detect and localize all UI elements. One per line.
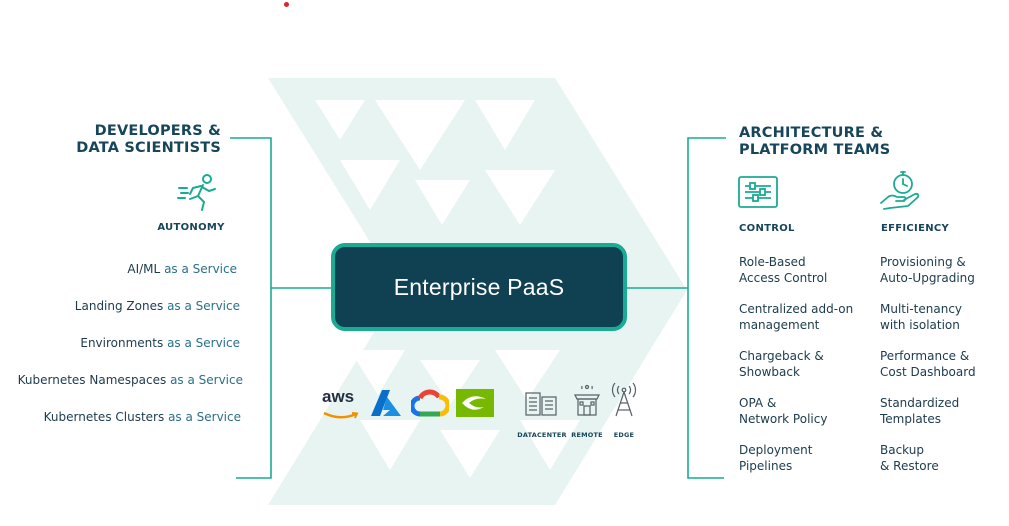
service-aiml: AI/ML as a Service: [127, 262, 237, 276]
enterprise-paas-box: Enterprise PaaS: [331, 243, 627, 331]
location-edge: EDGE: [613, 431, 635, 439]
datacenter-icon: [525, 392, 557, 416]
hand-stopwatch-icon: [880, 171, 920, 210]
service-suffix: as a Service: [167, 336, 240, 350]
service-suffix: as a Service: [164, 262, 237, 276]
service-k8s-namespaces: Kubernetes Namespaces as a Service: [18, 373, 243, 387]
left-heading-line2: DATA SCIENTISTS: [76, 140, 221, 156]
efficiency-item: Performance & Cost Dashboard: [880, 349, 976, 379]
efficiency-item: Standardized Templates: [880, 396, 960, 426]
right-heading-line2: PLATFORM TEAMS: [739, 142, 891, 158]
service-environments: Environments as a Service: [80, 336, 240, 350]
control-item: OPA & Network Policy: [739, 396, 828, 426]
aws-smile-icon: [323, 411, 359, 419]
service-name: AI/ML: [127, 262, 161, 276]
location-datacenter: DATACENTER: [517, 431, 567, 439]
service-suffix: as a Service: [167, 299, 240, 313]
google-cloud-logo: [411, 389, 449, 417]
right-heading: ARCHITECTURE & PLATFORM TEAMS: [739, 125, 939, 159]
service-name: Landing Zones: [74, 299, 164, 313]
location-remote: REMOTE: [571, 431, 603, 439]
efficiency-item: Backup & Restore: [880, 443, 939, 473]
red-dot: [284, 2, 289, 7]
efficiency-item: Provisioning & Auto-Upgrading: [880, 255, 975, 285]
service-name: Kubernetes Namespaces: [17, 373, 167, 387]
sliders-icon: [738, 176, 778, 208]
autonomy-label: AUTONOMY: [157, 222, 225, 233]
control-item: Centralized add-on management: [739, 302, 854, 332]
remote-icon: [574, 384, 600, 416]
running-person-icon: [177, 174, 216, 211]
aws-logo: aws: [322, 387, 360, 419]
control-label: CONTROL: [739, 223, 795, 234]
service-landing-zones: Landing Zones as a Service: [75, 299, 240, 313]
efficiency-item: Multi-tenancy with isolation: [880, 302, 963, 332]
service-name: Kubernetes Clusters: [43, 410, 165, 424]
service-k8s-clusters: Kubernetes Clusters as a Service: [44, 410, 241, 424]
service-suffix: as a Service: [168, 410, 241, 424]
efficiency-label: EFFICIENCY: [881, 223, 950, 234]
left-heading: DEVELOPERS & DATA SCIENTISTS: [60, 123, 221, 157]
control-item: Chargeback & Showback: [739, 349, 824, 379]
service-name: Environments: [80, 336, 164, 350]
control-item: Role-Based Access Control: [739, 255, 828, 285]
nvidia-logo: [456, 389, 494, 417]
control-item: Deployment Pipelines: [739, 443, 813, 473]
azure-logo: [371, 390, 401, 416]
aws-logo-text: aws: [322, 387, 355, 406]
left-heading-line1: DEVELOPERS &: [94, 123, 221, 139]
right-heading-line1: ARCHITECTURE &: [739, 125, 884, 141]
service-suffix: as a Service: [170, 373, 243, 387]
enterprise-paas-title: Enterprise PaaS: [393, 273, 565, 300]
edge-tower-icon: [611, 382, 637, 417]
